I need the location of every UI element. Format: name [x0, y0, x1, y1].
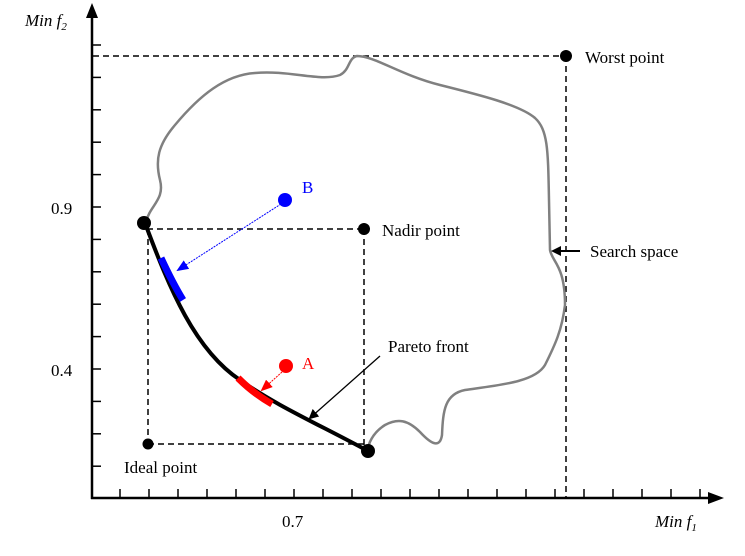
point-b-marker	[278, 193, 292, 207]
point-a-label: A	[302, 354, 315, 373]
x-axis-arrow-icon	[708, 492, 724, 504]
worst-point-marker	[560, 50, 572, 62]
x-tick-label-0.7: 0.7	[282, 512, 304, 531]
pareto-front-curve	[143, 222, 369, 453]
y-axis-label: Min f2	[24, 11, 67, 33]
guide-lines	[93, 55, 567, 498]
search-space-label: Search space	[590, 242, 678, 261]
point-a-marker	[279, 359, 293, 373]
pareto-endpoint-top	[137, 216, 151, 230]
point-b-arrow-icon	[176, 203, 282, 272]
x-axis-label: Min f1	[654, 512, 697, 534]
pareto-endpoint-bottom	[361, 444, 375, 458]
pareto-front-arrow-icon	[308, 355, 381, 420]
search-space-boundary	[144, 54, 567, 451]
ideal-point-label: Ideal point	[124, 458, 197, 477]
y-tick-label-0.4: 0.4	[51, 361, 73, 380]
nadir-point-marker	[358, 223, 370, 235]
nadir-point-label: Nadir point	[382, 221, 460, 240]
point-a-arrow-icon	[260, 371, 283, 392]
pareto-front-label: Pareto front	[388, 337, 469, 356]
x-ticks	[119, 489, 701, 498]
worst-point-label: Worst point	[585, 48, 665, 67]
pareto-segment-a	[235, 375, 274, 408]
y-axis-arrow-icon	[86, 3, 98, 18]
y-tick-label-0.9: 0.9	[51, 199, 72, 218]
y-ticks	[92, 44, 101, 467]
ideal-point-marker	[142, 438, 154, 450]
pareto-segment-b	[157, 256, 186, 302]
point-b-label: B	[302, 178, 313, 197]
